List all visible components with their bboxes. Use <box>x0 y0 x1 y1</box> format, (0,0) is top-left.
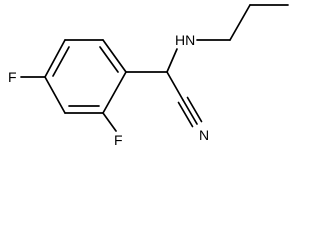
triple-bond-line-2 <box>186 96 203 123</box>
bond-alpha-carbon-nitrile-c <box>166 71 184 101</box>
triple-bond-line-1 <box>182 99 198 125</box>
bond-alpha-carbon-nh <box>166 48 178 73</box>
nitrile-nitrogen-label: N <box>199 127 209 143</box>
ring-bond-c4-c5 <box>44 39 66 78</box>
triple-bond-line-3 <box>177 101 194 128</box>
ring-double-bond-c6-c1 <box>99 46 119 73</box>
chemical-structure: F F HN N <box>8 4 289 148</box>
ring-bond-c6-c1 <box>102 39 127 73</box>
ring-bond-c3-c4 <box>44 76 66 114</box>
bond-propyl-c1-c2 <box>229 4 251 41</box>
fluorine-label-ortho: F <box>114 132 123 148</box>
bond-c2-fluorine <box>102 112 117 132</box>
ring-bond-c1-c2 <box>102 71 127 114</box>
amine-nh-label: HN <box>175 32 195 48</box>
benzene-ring <box>44 39 127 114</box>
nitrile-triple-bond <box>177 96 203 128</box>
fluorine-label-para: F <box>8 69 17 85</box>
ring-double-bond-c4-c5 <box>52 46 70 77</box>
